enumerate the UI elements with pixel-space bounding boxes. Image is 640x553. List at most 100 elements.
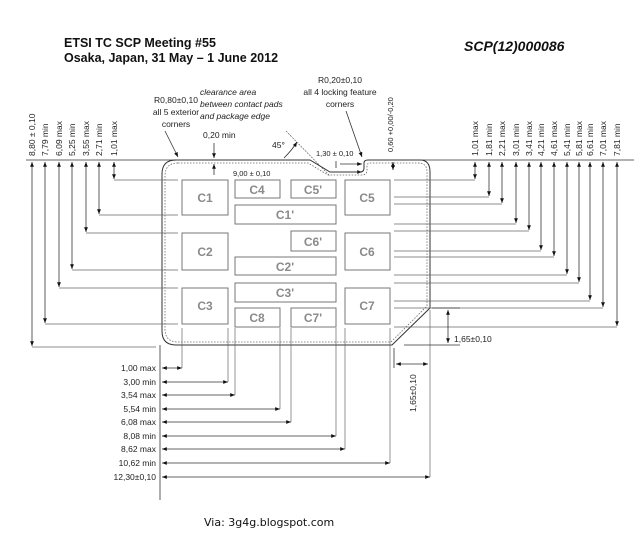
svg-text:8,80 ± 0,10: 8,80 ± 0,10 bbox=[27, 113, 37, 156]
svg-text:7,81 min: 7,81 min bbox=[612, 123, 622, 156]
left-dim-4: 3,55 max bbox=[81, 120, 178, 234]
locking-radius-note: R0,20±0,10 all 4 locking feature corners bbox=[303, 75, 377, 158]
right-dim-9: 6,61 min bbox=[394, 123, 595, 302]
svg-text:between contact pads: between contact pads bbox=[200, 99, 283, 109]
svg-text:C2: C2 bbox=[197, 245, 213, 259]
svg-text:45°: 45° bbox=[272, 140, 285, 150]
left-dim-6: 1,01 max bbox=[109, 120, 178, 181]
contact-c4: C4 bbox=[234, 179, 281, 199]
svg-text:1,01 max: 1,01 max bbox=[470, 120, 480, 156]
svg-text:corners: corners bbox=[326, 99, 354, 109]
document-id: SCP(12)000086 bbox=[464, 38, 565, 54]
bottom-dim-4: 6,08 max bbox=[121, 328, 292, 427]
right-dim-4: 3,41 max bbox=[394, 120, 534, 232]
left-dim-5: 2,71 min bbox=[94, 123, 178, 216]
svg-text:C3: C3 bbox=[197, 299, 213, 313]
svg-text:1,65±0,10: 1,65±0,10 bbox=[454, 334, 492, 344]
contact-c1-prime: C1' bbox=[234, 204, 337, 225]
card-outline bbox=[161, 159, 431, 346]
notch-depth-dim: 0,60 +0,00/-0,20 bbox=[386, 97, 395, 170]
svg-text:12,30±0,10: 12,30±0,10 bbox=[114, 472, 157, 482]
left-dim-2: 6,09 max bbox=[54, 120, 178, 289]
meeting-title: ETSI TC SCP Meeting #55 bbox=[64, 36, 216, 50]
svg-text:C8: C8 bbox=[249, 311, 265, 325]
svg-text:all 5 exterior: all 5 exterior bbox=[153, 107, 199, 117]
contact-c7: C7 bbox=[344, 287, 391, 325]
svg-text:1,01 max: 1,01 max bbox=[109, 120, 119, 156]
left-dim-1: 7,79 min bbox=[40, 123, 178, 325]
right-dim-3: 3,01 min bbox=[394, 123, 521, 225]
bottom-dim-1: 3,00 min bbox=[123, 328, 229, 387]
svg-text:C6': C6' bbox=[304, 235, 322, 249]
svg-text:8,08 min: 8,08 min bbox=[123, 431, 156, 441]
svg-text:10,62 min: 10,62 min bbox=[119, 458, 157, 468]
svg-text:6,61 min: 6,61 min bbox=[585, 123, 595, 156]
contact-c2: C2 bbox=[181, 232, 229, 271]
svg-text:R0,20±0,10: R0,20±0,10 bbox=[318, 75, 362, 85]
contact-pads: C1 C4 C5' C5 C1' C2 C6' C6 C2' C3' C3 C7… bbox=[181, 179, 391, 328]
svg-text:C4: C4 bbox=[249, 183, 265, 197]
svg-text:2,21 max: 2,21 max bbox=[497, 120, 507, 156]
svg-text:C6: C6 bbox=[359, 245, 375, 259]
card-height-dim: 9,00 ± 0,10 bbox=[233, 169, 270, 178]
right-dim-6: 4,61 max bbox=[394, 120, 559, 258]
bottom-dim-3: 5,54 min bbox=[123, 328, 281, 414]
svg-text:6,09 max: 6,09 max bbox=[54, 120, 64, 156]
contact-c5-prime: C5' bbox=[290, 179, 337, 199]
clearance-note: clearance area between contact pads and … bbox=[200, 87, 283, 121]
via-credit: Via: 3g4g.blogspot.com bbox=[204, 516, 334, 529]
bottom-dim-6: 8,62 max bbox=[121, 328, 346, 454]
contact-c5: C5 bbox=[344, 179, 391, 216]
svg-text:C7': C7' bbox=[304, 311, 322, 325]
svg-text:C3': C3' bbox=[276, 286, 294, 300]
right-dim-7: 5,41 min bbox=[394, 123, 572, 276]
chamfer-vertical-dim: 1,65±0,10 bbox=[404, 307, 492, 346]
svg-text:6,08 max: 6,08 max bbox=[121, 417, 157, 427]
svg-text:C5': C5' bbox=[304, 183, 322, 197]
bottom-dim-8: 12,30±0,10 bbox=[114, 310, 431, 482]
left-dim-3: 5,25 min bbox=[67, 123, 178, 271]
svg-text:1,00 max: 1,00 max bbox=[121, 363, 157, 373]
bottom-dim-5: 8,08 min bbox=[123, 328, 337, 441]
right-dim-10: 7,01 max bbox=[394, 120, 608, 309]
svg-text:corners: corners bbox=[162, 119, 190, 129]
right-dim-1: 1,81 min bbox=[394, 123, 494, 198]
right-dim-8: 5,81 max bbox=[394, 120, 584, 284]
svg-text:C7: C7 bbox=[359, 299, 375, 313]
right-dim-0: 1,01 max bbox=[394, 120, 480, 181]
bottom-dim-7: 10,62 min bbox=[119, 328, 391, 468]
contact-c8: C8 bbox=[234, 307, 281, 328]
right-dim-2: 2,21 max bbox=[394, 120, 507, 205]
svg-text:all 4 locking feature: all 4 locking feature bbox=[303, 87, 377, 97]
exterior-radius-note: R0,80±0,10 all 5 exterior corners bbox=[153, 95, 199, 158]
svg-text:5,81 max: 5,81 max bbox=[574, 120, 584, 156]
svg-text:3,55 max: 3,55 max bbox=[81, 120, 91, 156]
chamfer-horizontal-dim: 1,65±0,10 bbox=[393, 348, 428, 412]
clearance-min-dim: 0,20 min bbox=[203, 130, 236, 175]
svg-text:7,01 max: 7,01 max bbox=[598, 120, 608, 156]
svg-text:1,30 ± 0,10: 1,30 ± 0,10 bbox=[316, 149, 353, 158]
svg-text:and package edge: and package edge bbox=[200, 111, 270, 121]
svg-text:5,41 min: 5,41 min bbox=[562, 123, 572, 156]
svg-text:3,41 max: 3,41 max bbox=[524, 120, 534, 156]
svg-text:R0,80±0,10: R0,80±0,10 bbox=[154, 95, 198, 105]
svg-text:5,54 min: 5,54 min bbox=[123, 404, 156, 414]
contact-c6-prime: C6' bbox=[290, 230, 337, 252]
svg-text:0,20 min: 0,20 min bbox=[203, 130, 236, 140]
svg-text:3,54 max: 3,54 max bbox=[121, 390, 157, 400]
clearance-outline bbox=[164, 162, 428, 343]
svg-text:0,60 +0,00/-0,20: 0,60 +0,00/-0,20 bbox=[386, 97, 395, 152]
svg-text:clearance area: clearance area bbox=[200, 87, 257, 97]
contact-c2-prime: C2' bbox=[234, 256, 337, 276]
svg-text:5,25 min: 5,25 min bbox=[67, 123, 77, 156]
svg-text:C1': C1' bbox=[276, 208, 294, 222]
svg-text:4,21 min: 4,21 min bbox=[536, 123, 546, 156]
svg-text:7,79 min: 7,79 min bbox=[40, 123, 50, 156]
left-dim-0: 8,80 ± 0,10 bbox=[27, 113, 156, 348]
svg-text:4,61 max: 4,61 max bbox=[549, 120, 559, 156]
contact-c7-prime: C7' bbox=[290, 307, 337, 328]
contact-c6: C6 bbox=[344, 232, 391, 271]
svg-text:3,00 min: 3,00 min bbox=[123, 377, 156, 387]
